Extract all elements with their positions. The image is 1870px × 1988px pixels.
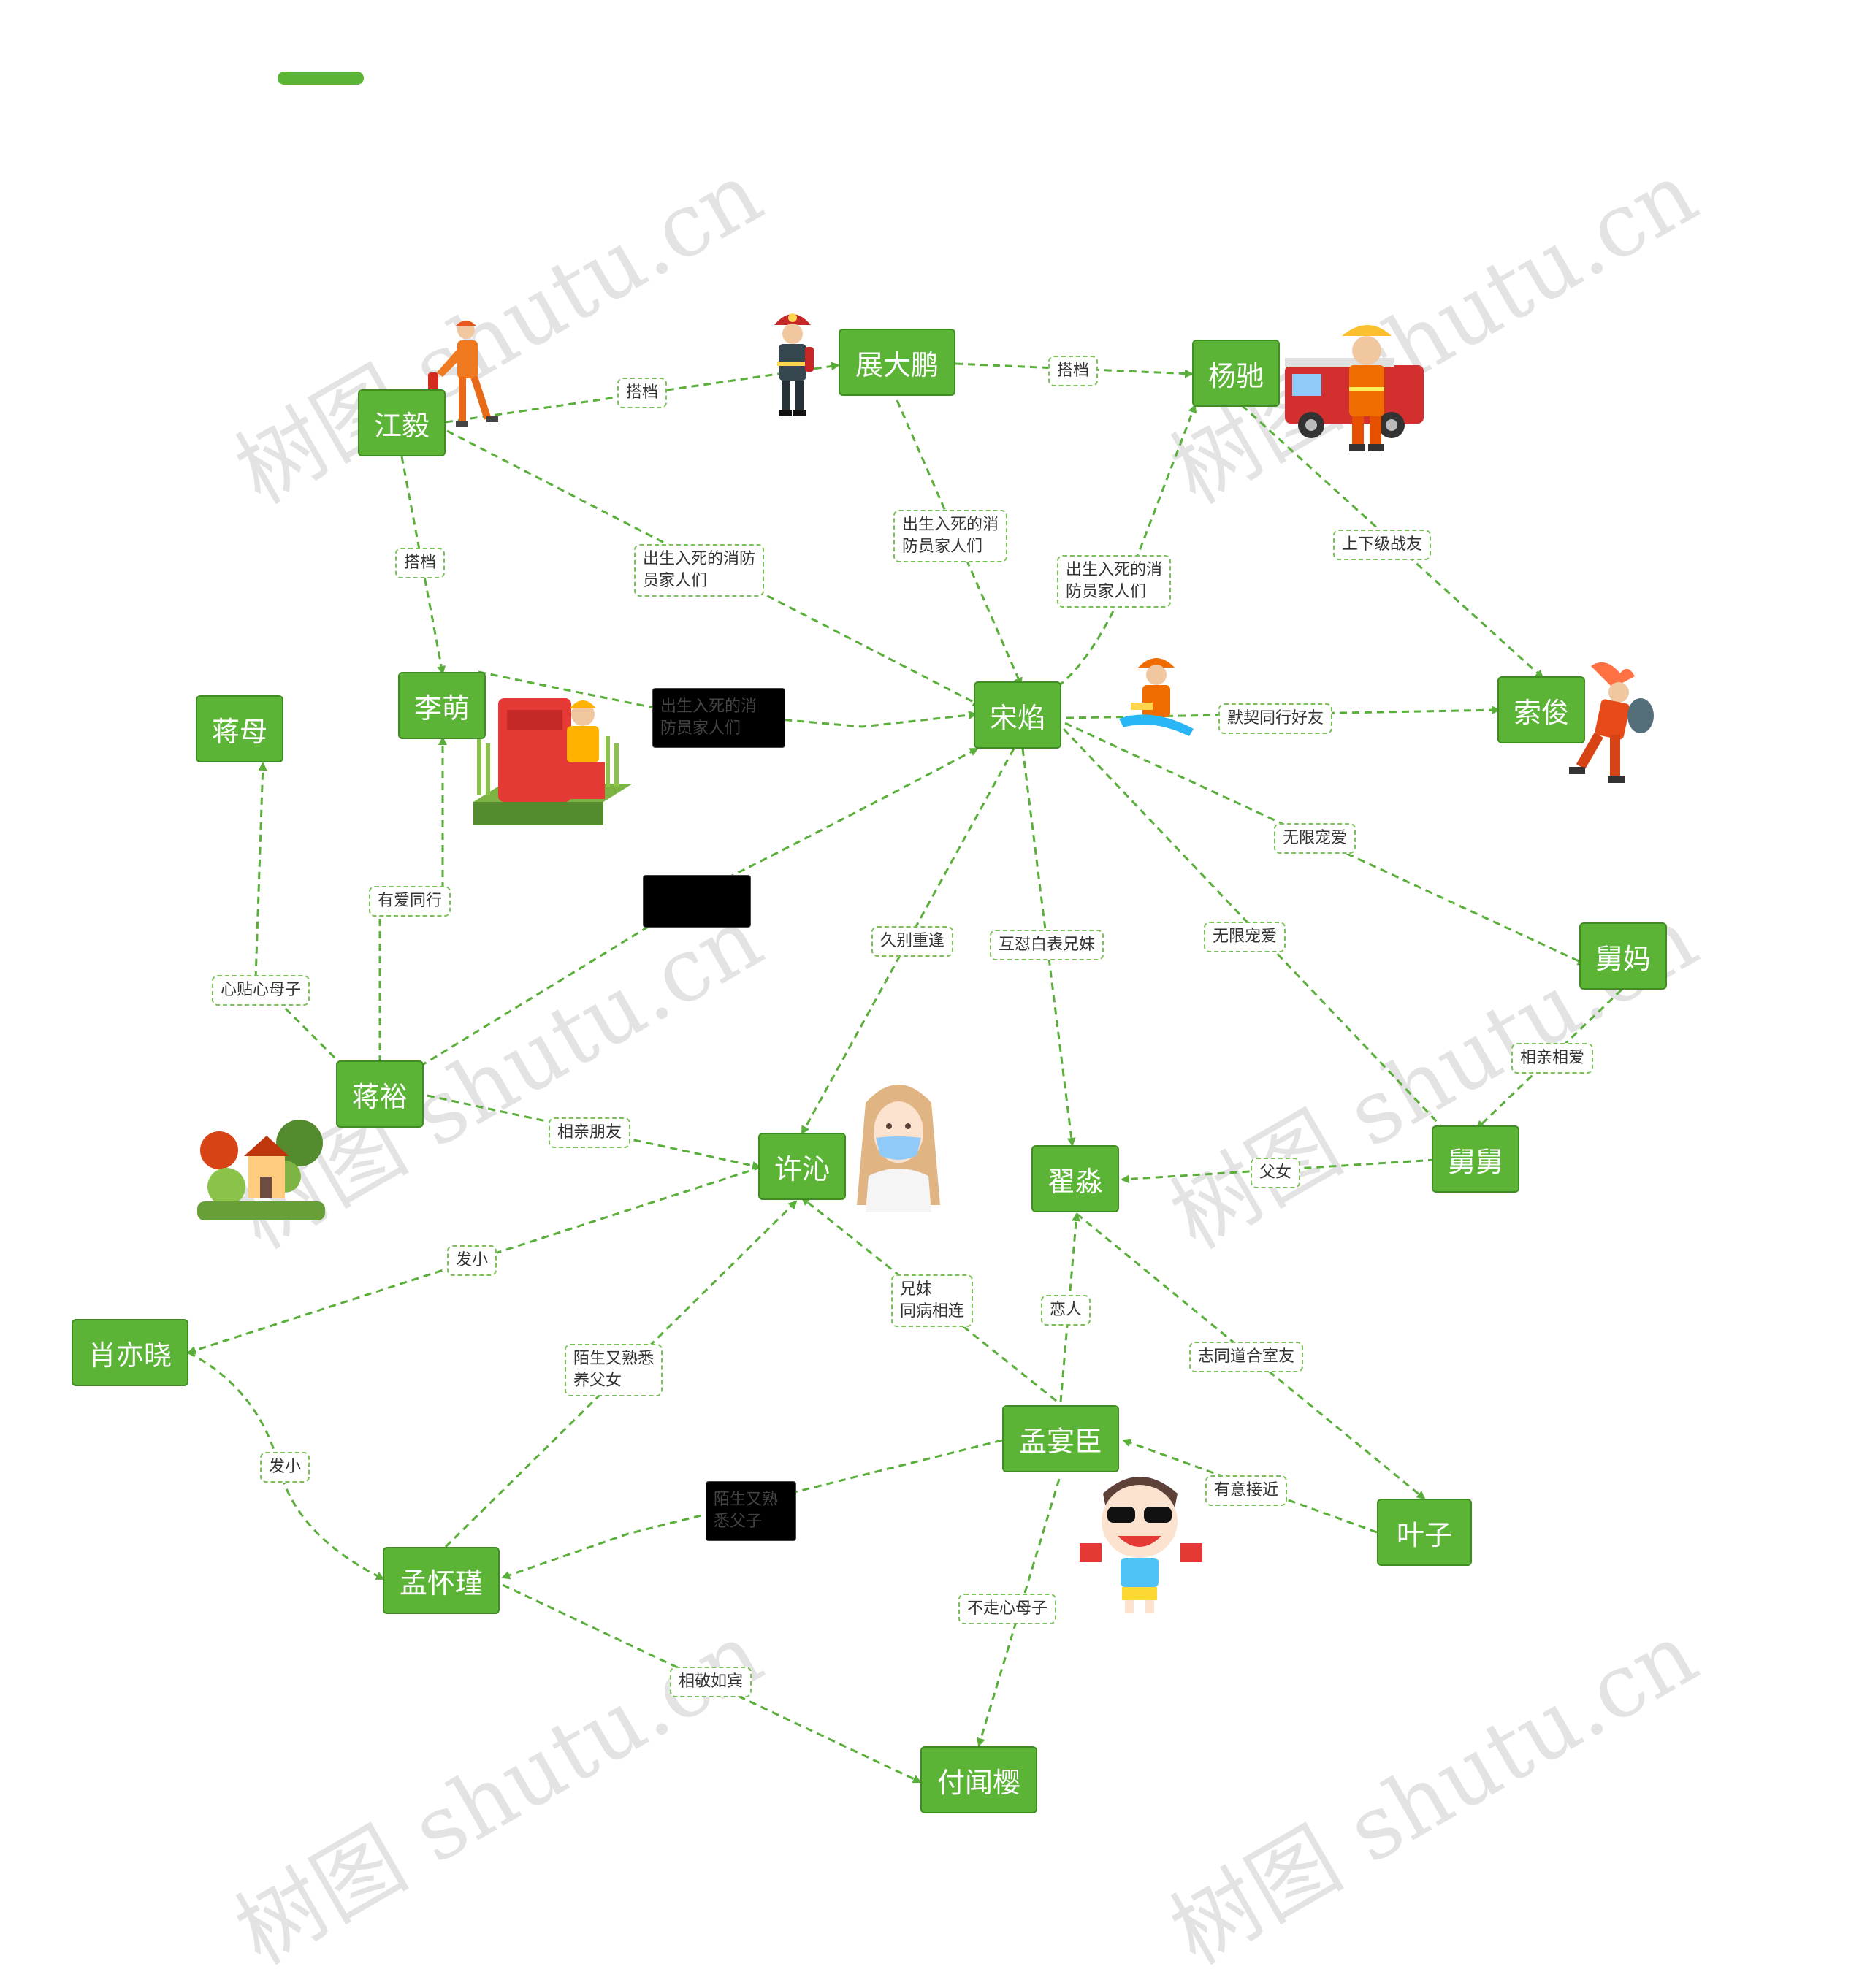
node-songyan[interactable]: 宋焰	[974, 681, 1061, 749]
node-jiuma[interactable]: 舅妈	[1579, 922, 1667, 990]
label-sy-sj: 默契同行好友	[1218, 703, 1332, 734]
label-zm-yz: 志同道合室友	[1189, 1342, 1303, 1372]
node-menghuaijin[interactable]: 孟怀瑾	[383, 1547, 500, 1614]
node-mengyanchen[interactable]: 孟宴臣	[1002, 1405, 1119, 1472]
node-xuqin[interactable]: 许沁	[758, 1133, 846, 1200]
firefighter-hose-icon	[1116, 649, 1197, 740]
edge-yc-sy	[1058, 405, 1195, 687]
node-fuwenying[interactable]: 付闻樱	[920, 1746, 1037, 1813]
firetruck-firefighter-icon	[1282, 314, 1428, 456]
node-zhandapeng[interactable]: 展大鹏	[839, 329, 955, 396]
label-zm-myc: 恋人	[1041, 1295, 1091, 1326]
label-xq-xyx: 发小	[447, 1245, 497, 1276]
node-suojun[interactable]: 索俊	[1497, 676, 1585, 743]
label-redacted-box	[643, 875, 751, 928]
fire-box-icon	[473, 692, 633, 827]
node-jiangyu[interactable]: 蒋裕	[336, 1060, 424, 1128]
node-limeng[interactable]: 李萌	[398, 672, 486, 739]
label-myc-yz: 有意接近	[1205, 1475, 1287, 1506]
label-jyu-xq: 相亲朋友	[549, 1117, 630, 1148]
label-zdp-sy: 出生入死的消 防员家人们	[893, 510, 1007, 562]
label-xyx-mhj: 发小	[260, 1452, 310, 1483]
label-xq-mhj: 陌生又熟悉 养父女	[565, 1344, 663, 1396]
label-jyu-lm: 有爱同行	[369, 886, 451, 917]
label-sy-jm: 无限宠爱	[1274, 823, 1356, 854]
node-yezi[interactable]: 叶子	[1377, 1499, 1472, 1566]
house-trees-icon	[197, 1106, 325, 1223]
label-jj-zm: 父女	[1251, 1158, 1300, 1188]
label-myc-fwy: 不走心母子	[958, 1594, 1056, 1624]
label-jy-lm: 搭档	[395, 548, 445, 578]
node-yangchi[interactable]: 杨驰	[1192, 340, 1280, 407]
node-jiujiu[interactable]: 舅舅	[1432, 1125, 1519, 1193]
node-jiangmu[interactable]: 蒋母	[196, 695, 283, 762]
label-jmu-jyu: 心贴心母子	[212, 975, 310, 1006]
firefighter-standing-icon	[760, 303, 825, 420]
node-xiaoyixiao[interactable]: 肖亦晓	[72, 1319, 188, 1386]
label-zdp-yc: 搭档	[1048, 356, 1098, 386]
man-sunglasses-icon	[1075, 1464, 1207, 1614]
label-xq-myc: 兄妹 同病相连	[891, 1274, 973, 1327]
node-jiangyi[interactable]: 江毅	[358, 389, 446, 456]
label-jm-jj: 相亲相爱	[1511, 1043, 1593, 1074]
edge-jyu-jmu	[256, 763, 343, 1066]
relationship-diagram: 树图 shutu.cn 树图 shutu.cn 树图 shutu.cn 树图 s…	[0, 0, 1870, 1886]
label-yc-sy: 出生入死的消 防员家人们	[1057, 555, 1171, 608]
node-zhaimiao[interactable]: 翟淼	[1031, 1145, 1119, 1212]
label-lm-sy: 出生入死的消 防员家人们	[652, 688, 785, 748]
label-sy-jj: 无限宠爱	[1204, 922, 1286, 952]
label-mhj-fwy: 相敬如宾	[670, 1667, 752, 1697]
label-jy-zdp: 搭档	[617, 378, 667, 408]
label-jy-sy: 出生入死的消防 员家人们	[634, 544, 764, 597]
label-sy-zm: 互怼白表兄妹	[990, 930, 1104, 960]
woman-mask-icon	[844, 1074, 953, 1212]
label-yc-sj: 上下级战友	[1333, 530, 1431, 560]
label-sy-xq: 久别重逢	[871, 926, 953, 957]
label-myc-mhj: 陌生又熟 悉父子	[706, 1481, 796, 1541]
